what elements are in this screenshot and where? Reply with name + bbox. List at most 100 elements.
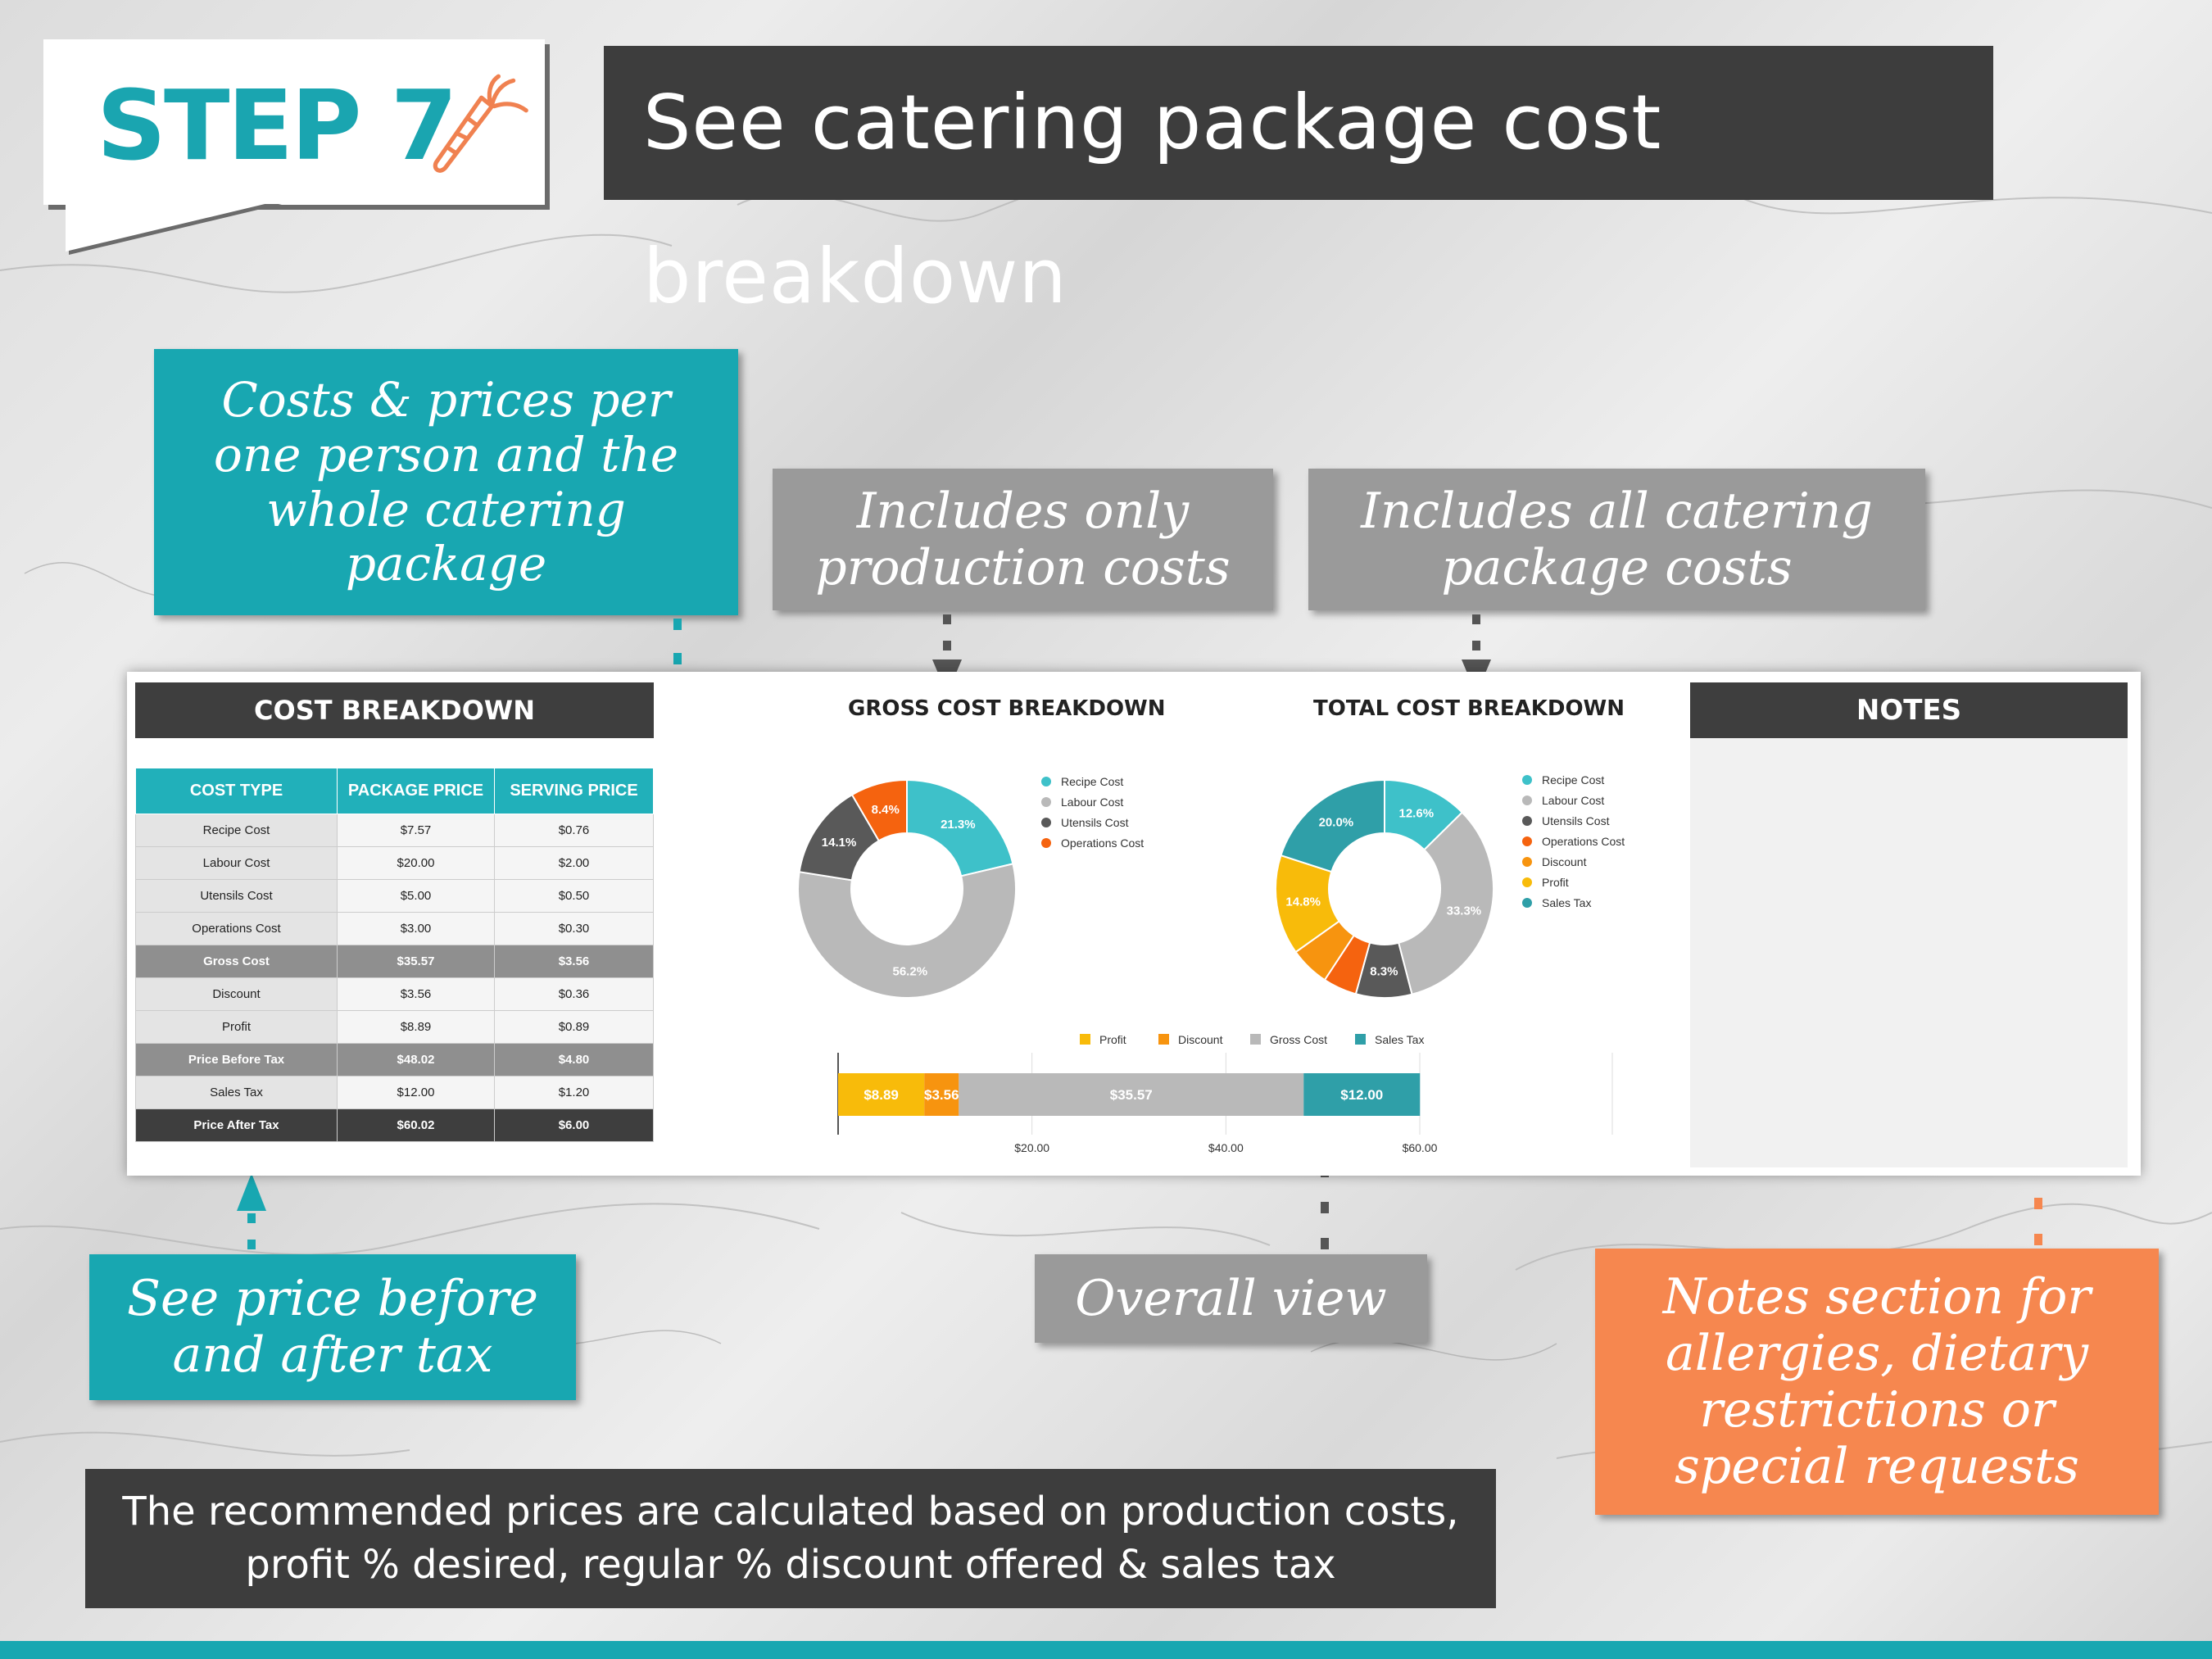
total-legend-marker: [1522, 857, 1532, 867]
cost-breakdown-table: COST TYPE PACKAGE PRICE SERVING PRICE Re…: [135, 768, 654, 1142]
gross-legend-label: Utensils Cost: [1061, 816, 1129, 829]
table-row: Sales Tax$12.00$1.20: [135, 1076, 654, 1109]
cell-cost-type: Price After Tax: [135, 1108, 338, 1142]
callout-notes-section: Notes section for allergies, dietary res…: [1595, 1249, 2159, 1515]
footer-strip: [0, 1641, 2212, 1659]
total-slice-label: 12.6%: [1399, 806, 1435, 820]
gross-slice-label: 21.3%: [941, 818, 976, 832]
cell-cost-type: Utensils Cost: [135, 879, 338, 913]
cell-serving-price: $0.89: [494, 1010, 654, 1044]
table-row: Gross Cost$35.57$3.56: [135, 945, 654, 978]
bar-legend-marker: [1250, 1034, 1261, 1045]
total-legend-label: Recipe Cost: [1542, 773, 1604, 786]
gross-legend-label: Operations Cost: [1061, 836, 1144, 850]
cell-serving-price: $4.80: [494, 1043, 654, 1077]
gross-legend-marker: [1041, 797, 1051, 807]
bar-segment-label: $35.57: [1110, 1087, 1153, 1103]
total-slice-label: 33.3%: [1447, 904, 1482, 918]
cell-serving-price: $0.76: [494, 814, 654, 847]
cell-serving-price: $1.20: [494, 1076, 654, 1109]
total-chart-title: TOTAL COST BREAKDOWN: [1313, 696, 1625, 721]
total-legend-marker: [1522, 775, 1532, 785]
table-row: Price After Tax$60.02$6.00: [135, 1108, 654, 1142]
total-legend-marker: [1522, 898, 1532, 908]
page-title: See catering package cost breakdown: [604, 46, 1993, 320]
cell-serving-price: $0.50: [494, 879, 654, 913]
bar-tick-label: $20.00: [1014, 1141, 1049, 1154]
gross-slice-label: 8.4%: [872, 803, 900, 817]
bar-legend-label: Discount: [1178, 1033, 1223, 1046]
total-slice-label: 14.8%: [1285, 895, 1321, 909]
notes-area[interactable]: [1690, 738, 2128, 1167]
table-row: Labour Cost$20.00$2.00: [135, 846, 654, 880]
bar-segment: [1303, 1073, 1421, 1116]
cell-package-price: $3.00: [337, 912, 495, 945]
total-legend-marker: [1522, 796, 1532, 805]
bar-legend-marker: [1158, 1034, 1169, 1045]
gross-legend-marker: [1041, 838, 1051, 848]
gross-chart-title: GROSS COST BREAKDOWN: [848, 696, 1166, 721]
bar-segment-label: $3.56: [924, 1087, 959, 1103]
bar-tick-label: $60.00: [1403, 1141, 1438, 1154]
cell-package-price: $48.02: [337, 1043, 495, 1077]
table-row: Price Before Tax$48.02$4.80: [135, 1043, 654, 1077]
bar-segment-label: $12.00: [1340, 1087, 1383, 1103]
bar-segment: [924, 1073, 959, 1116]
step-badge: [43, 39, 545, 205]
table-row: Profit$8.89$0.89: [135, 1010, 654, 1044]
cell-serving-price: $2.00: [494, 846, 654, 880]
bar-segment-label: $8.89: [863, 1087, 899, 1103]
notes-title: NOTES: [1690, 682, 2128, 738]
total-legend-label: Operations Cost: [1542, 835, 1625, 848]
step-label: STEP 7: [97, 69, 458, 182]
bottom-note-line2: profit % desired, regular % discount off…: [245, 1542, 1336, 1588]
step-badge-tail: [66, 201, 279, 252]
total-legend-marker: [1522, 816, 1532, 826]
bar-legend-label: Profit: [1099, 1033, 1126, 1046]
table-row: Discount$3.56$0.36: [135, 977, 654, 1011]
total-legend-label: Profit: [1542, 876, 1569, 889]
gross-legend-label: Labour Cost: [1061, 796, 1123, 809]
cell-package-price: $35.57: [337, 945, 495, 978]
callout-price-tax: See price before and after tax: [89, 1254, 576, 1400]
cell-package-price: $3.56: [337, 977, 495, 1011]
callout-production-costs: Includes only production costs: [773, 469, 1273, 610]
total-legend-label: Utensils Cost: [1542, 814, 1610, 827]
carrot-icon: [433, 74, 528, 173]
gross-slice: [850, 778, 908, 842]
cell-package-price: $12.00: [337, 1076, 495, 1109]
callout-costs-per-person: Costs & prices per one person and the wh…: [154, 349, 738, 615]
bottom-note: The recommended prices are calculated ba…: [85, 1469, 1496, 1608]
bar-legend-marker: [1080, 1034, 1090, 1045]
bar-tick-label: $40.00: [1208, 1141, 1244, 1154]
cell-cost-type: Gross Cost: [135, 945, 338, 978]
bar-legend-label: Sales Tax: [1375, 1033, 1424, 1046]
total-legend-label: Sales Tax: [1542, 896, 1591, 909]
callout-overall-view: Overall view: [1035, 1254, 1427, 1343]
cell-serving-price: $0.36: [494, 977, 654, 1011]
total-legend-marker: [1522, 836, 1532, 846]
table-row: Recipe Cost$7.57$0.76: [135, 814, 654, 847]
total-slice-label: 20.0%: [1319, 816, 1354, 830]
table-row: Utensils Cost$5.00$0.50: [135, 879, 654, 913]
callout-all-costs: Includes all catering package costs: [1308, 469, 1925, 610]
cell-cost-type: Operations Cost: [135, 912, 338, 945]
cell-package-price: $7.57: [337, 814, 495, 847]
cell-cost-type: Discount: [135, 977, 338, 1011]
total-slice-label: 8.3%: [1370, 964, 1398, 978]
cell-package-price: $20.00: [337, 846, 495, 880]
cost-breakdown-title: COST BREAKDOWN: [135, 682, 654, 738]
bottom-note-line1: The recommended prices are calculated ba…: [122, 1489, 1459, 1535]
gross-legend-marker: [1041, 818, 1051, 827]
total-legend-label: Discount: [1542, 855, 1587, 868]
gross-slice: [906, 778, 1014, 877]
bar-segment: [838, 1073, 925, 1116]
cell-serving-price: $6.00: [494, 1108, 654, 1142]
total-slice: [1280, 778, 1385, 873]
gross-slice: [797, 863, 1017, 999]
gross-legend-label: Recipe Cost: [1061, 775, 1123, 788]
total-legend-label: Labour Cost: [1542, 794, 1604, 807]
cell-serving-price: $3.56: [494, 945, 654, 978]
header-serving-price: SERVING PRICE: [494, 768, 654, 814]
